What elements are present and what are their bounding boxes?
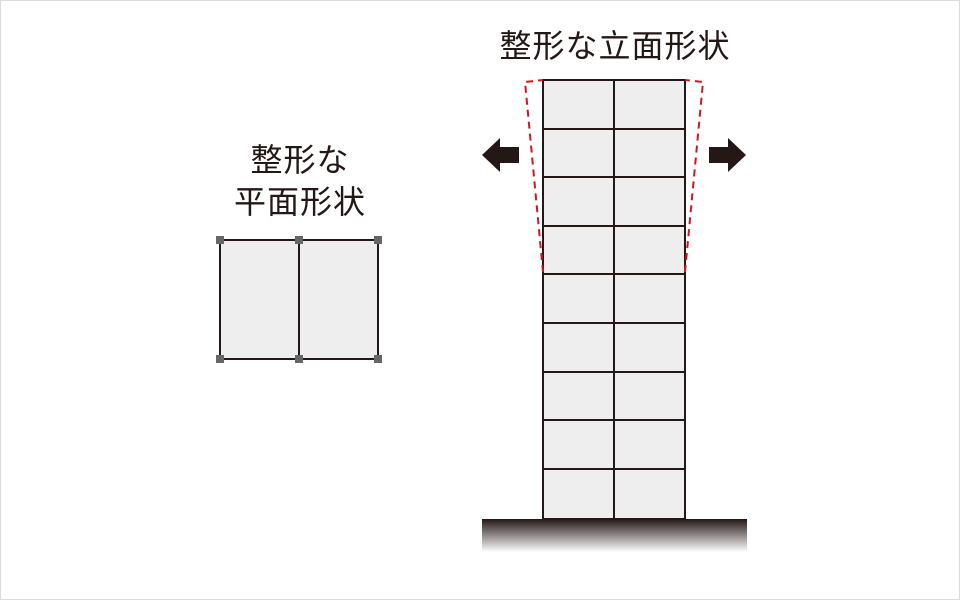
arrow-left-icon [482,138,519,172]
arrow-right-icon [709,138,746,172]
elevation-label: 整形な立面形状 [499,27,731,65]
plan-label-line2: 平面形状 [233,183,366,221]
plan-node-markers [216,236,382,363]
plan-shape [216,236,382,363]
ground [482,519,747,552]
plan-label-line1: 整形な [250,141,350,179]
building-elevation [542,79,686,520]
deformation-dashed-outline [523,79,705,273]
